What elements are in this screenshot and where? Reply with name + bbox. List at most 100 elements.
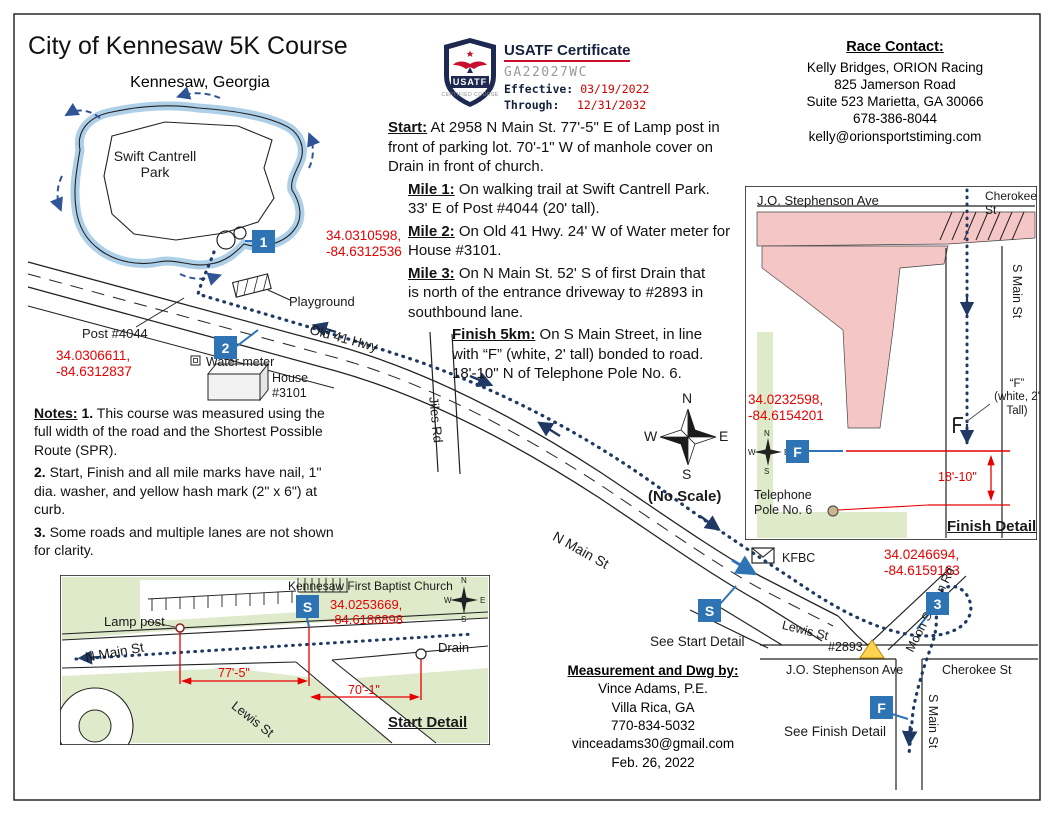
park-name-label: Swift Cantrell Park <box>113 148 197 181</box>
playground-label: Playground <box>289 294 355 309</box>
post-leader <box>135 297 185 328</box>
telephone-pole-symbol <box>827 505 839 517</box>
kfbc-symbol <box>751 547 775 564</box>
start-compass-s: S <box>461 615 467 624</box>
start-description: Start: At 2958 N Main St. 77'-5" E of La… <box>388 119 720 175</box>
mile3-description: Mile 3: On N Main St. 52' S of first Dra… <box>408 264 706 321</box>
compass-e: E <box>719 428 729 444</box>
start-dimensions <box>179 627 422 701</box>
note-1: Notes: 1. This course was measured using… <box>34 405 325 458</box>
certificate-heading: USATF Certificate <box>504 42 631 62</box>
finish-detail-title: Finish Detail <box>947 518 1037 535</box>
usatf-badge-subtext: CERTIFIED COURSE <box>441 92 499 98</box>
mile3-label: Mile 3: <box>408 264 455 282</box>
course-arrows <box>311 321 918 747</box>
trail-loop <box>216 230 236 250</box>
compass-s: S <box>682 466 692 482</box>
start-compass-e: E <box>480 596 486 605</box>
mile1-coordinates: 34.0310598, -84.6312536 <box>326 228 402 259</box>
through-date: 12/31/2032 <box>576 98 647 112</box>
note-3: 3. Some roads and multiple lanes are not… <box>34 523 334 559</box>
race-contact-email: kelly@orionsportstiming.com <box>808 128 982 144</box>
no-scale-label: (No Scale) <box>648 488 722 505</box>
dwg-phone: 770-834-5032 <box>610 718 696 734</box>
trail-loop-2 <box>233 226 247 240</box>
mile1-description: Mile 1: On walking trail at Swift Cantre… <box>408 180 710 218</box>
jo-stephenson-label-inset: J.O. Stephenson Ave <box>757 193 879 208</box>
lamp-post-symbol <box>175 623 185 633</box>
finish-detail-inset <box>745 186 1037 540</box>
race-contact-heading: Race Contact: <box>846 39 944 55</box>
start-inset-compass <box>450 586 478 614</box>
compass-w: W <box>644 428 658 444</box>
certificate-number: GA22027WC <box>504 65 588 80</box>
see-start-detail-label: See Start Detail <box>650 634 745 649</box>
compass-rose <box>659 408 717 466</box>
railroad-hatch <box>939 211 1025 241</box>
water-meter-symbol <box>190 355 201 366</box>
course-description: Start: At 2958 N Main St. 77'-5" E of La… <box>388 118 734 387</box>
compass-n: N <box>682 390 693 406</box>
playground-leader <box>267 289 291 301</box>
finish-compass-w: W <box>748 448 756 457</box>
finish-dimension-label: 18'-10" <box>938 470 977 484</box>
s-main-st-label-inset: S Main St <box>1010 264 1024 319</box>
effective-label: Effective: <box>504 82 574 96</box>
mile2-description: Mile 2: On Old 41 Hwy. 24' W of Water me… <box>408 222 731 260</box>
drain-symbol <box>415 648 427 660</box>
house-3101-symbol <box>206 362 270 402</box>
finish-compass-n: N <box>764 429 770 438</box>
dwg-date: Feb. 26, 2022 <box>611 754 695 770</box>
main-roads <box>27 261 869 646</box>
parking-stalls <box>147 578 348 611</box>
course-direction-arrow <box>731 555 758 576</box>
mile3-marker: 3 <box>926 592 949 615</box>
course-line <box>196 250 973 756</box>
jo-stephenson-label-main: J.O. Stephenson Ave <box>786 663 904 677</box>
jiles-rd-road <box>429 331 461 475</box>
dwg-city: Villa Rica, GA <box>611 699 695 715</box>
dwg-name: Vince Adams, P.E. <box>598 681 708 697</box>
park-map-shapes <box>49 86 321 328</box>
mile1-label: Mile 1: <box>408 180 455 198</box>
park-trail-line <box>74 105 303 266</box>
start-marker-main: S <box>698 599 721 622</box>
cherokee-st-label-inset: Cherokee St <box>985 189 1038 217</box>
playground-symbol <box>231 273 272 298</box>
lamp-dimension-label: 77'-5" <box>218 666 250 680</box>
mile3-coordinates: 34.0246694, -84.6159163 <box>884 547 960 578</box>
post-4044-label: Post #4044 <box>82 326 148 341</box>
marker-leaders <box>236 240 933 720</box>
note-2: 2. Start, Finish and all mile marks have… <box>34 464 322 518</box>
page-subtitle: Kennesaw, Georgia <box>130 74 270 91</box>
mile2-coordinates: 34.0306611, -84.6312837 <box>56 348 132 379</box>
race-contact-phone: 678-386-8044 <box>852 111 938 127</box>
dwg-heading: Measurement and Dwg by: <box>567 663 739 678</box>
dwg-email: vinceadams30@gmail.com <box>571 736 735 752</box>
start-detail-title: Start Detail <box>388 714 468 731</box>
f-mark-label: “F” (white, 2' Tall) <box>994 378 1040 417</box>
start-marker-inset: S <box>296 595 319 618</box>
house-3101-label: House #3101 <box>272 371 309 400</box>
finish-compass-s: S <box>764 467 770 476</box>
start-compass-w: W <box>444 596 452 605</box>
mile2-label: Mile 2: <box>408 222 455 240</box>
through-label: Through: <box>504 98 560 112</box>
notes-block: Notes: 1. This course was measured using… <box>34 404 336 564</box>
finish-marker-inset: F <box>786 440 809 463</box>
drain-dimension-label: 70'-1" <box>348 683 380 697</box>
page-border <box>13 13 1041 801</box>
finish-coordinates: 34.0232598, -84.6154201 <box>748 392 824 423</box>
telephone-pole-label: Telephone Pole No. 6 <box>754 488 813 517</box>
cherokee-st-label-main: Cherokee St <box>942 663 1012 677</box>
church-label: Kennesaw First Baptist Church <box>288 579 453 593</box>
kfbc-label: KFBC <box>782 551 816 565</box>
notes-heading: Notes: <box>34 405 78 421</box>
mile2-marker: 2 <box>214 336 237 359</box>
start-label: Start: <box>388 119 428 136</box>
drain-label: Drain <box>438 640 470 655</box>
finish-inset-compass <box>754 438 782 466</box>
finish-description: Finish 5km: On S Main Street, in line wi… <box>452 326 704 382</box>
usatf-badge <box>444 38 496 107</box>
